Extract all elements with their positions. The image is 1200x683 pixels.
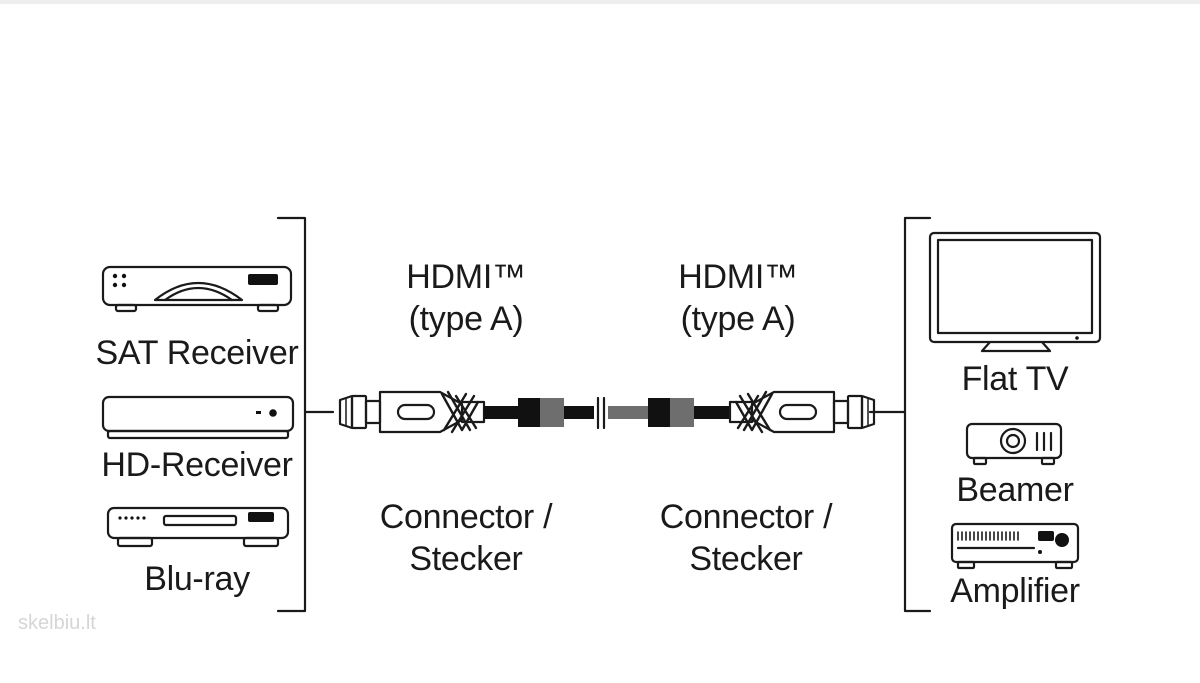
connector-type-left: HDMI™ (type A) [406, 258, 526, 338]
connector-type-left-line1: HDMI™ [406, 258, 526, 296]
source-label-blu-ray: Blu-ray [144, 560, 250, 598]
connector-caption-left-line2: Stecker [409, 540, 523, 578]
connector-caption-right: Connector / Stecker [659, 498, 833, 578]
target-bracket [903, 216, 932, 613]
hdmi-connector-right [602, 390, 876, 434]
connector-type-right: HDMI™ (type A) [678, 258, 798, 338]
source-bracket [276, 216, 307, 613]
target-label-flat-tv: Flat TV [961, 360, 1069, 398]
blu-ray-player-icon [106, 506, 290, 548]
hd-receiver-icon [101, 395, 295, 440]
sat-receiver-icon [101, 265, 293, 313]
connector-caption-right-line2: Stecker [689, 540, 803, 578]
watermark: skelbiu.lt [18, 612, 96, 634]
connector-type-left-line2: (type A) [408, 300, 524, 338]
top-bar [0, 0, 1200, 4]
connector-type-right-line1: HDMI™ [678, 258, 798, 296]
source-label-sat-receiver: SAT Receiver [95, 334, 299, 372]
connector-type-right-line2: (type A) [680, 300, 796, 338]
hdmi-connector-left [338, 390, 600, 434]
flat-tv-icon [928, 231, 1102, 353]
beamer-icon [965, 422, 1063, 466]
target-label-amplifier: Amplifier [950, 572, 1080, 610]
source-label-hd-receiver: HD-Receiver [101, 446, 293, 484]
connector-caption-left: Connector / Stecker [379, 498, 553, 578]
target-label-beamer: Beamer [956, 471, 1074, 509]
connector-caption-left-line1: Connector / [379, 498, 553, 536]
connector-caption-right-line1: Connector / [659, 498, 833, 536]
amplifier-icon [950, 522, 1080, 570]
